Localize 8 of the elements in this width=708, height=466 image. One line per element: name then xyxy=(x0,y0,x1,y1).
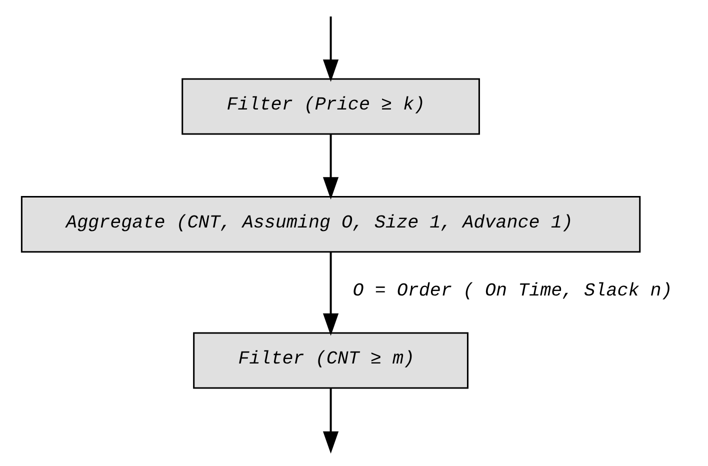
node-box: Filter (Price ≥ k) xyxy=(181,78,480,134)
arrow xyxy=(322,16,338,82)
node-box: Filter (CNT ≥ m) xyxy=(192,332,468,388)
arrow xyxy=(322,134,338,199)
arrow xyxy=(322,252,338,336)
node-box: Aggregate (CNT, Assuming O, Size 1, Advance 1) xyxy=(20,196,640,252)
edge-label: O = Order ( On Time, Slack n) xyxy=(352,280,672,302)
arrow xyxy=(322,388,338,454)
